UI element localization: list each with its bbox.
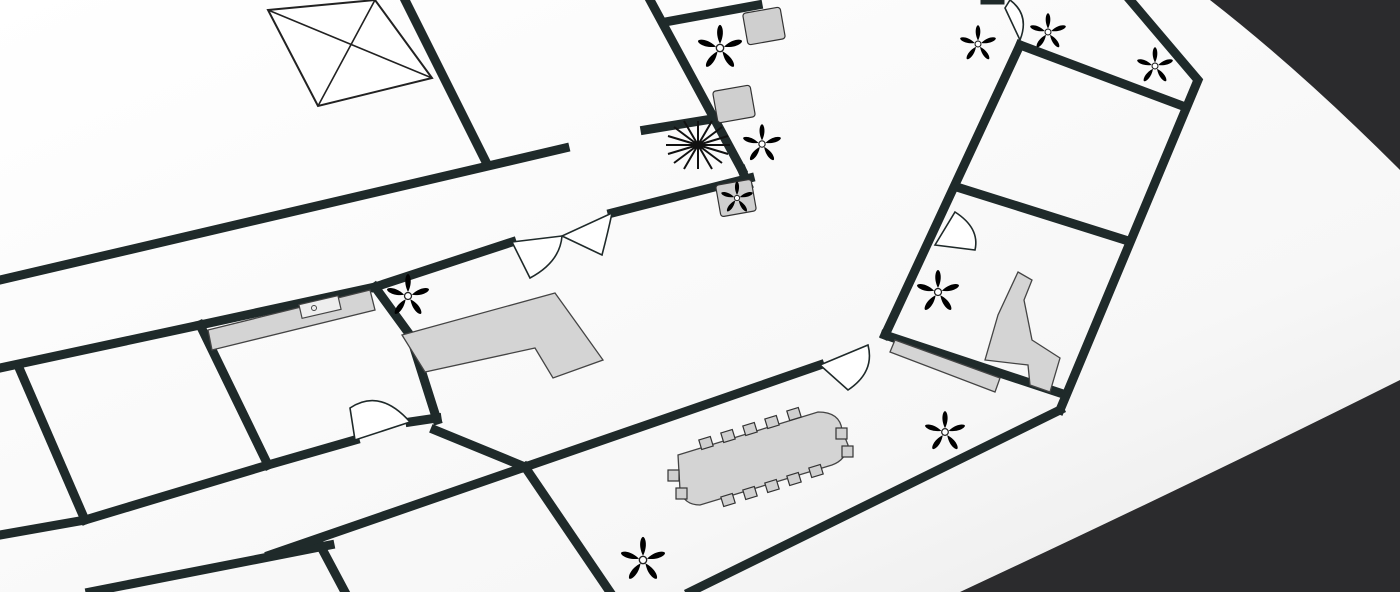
skylight-box [266,0,434,108]
door-top-right [1004,0,1025,43]
door-swing-right [560,211,614,257]
door-lower-right [818,343,871,392]
chair-icon [667,406,854,508]
l-shaped-counter [400,292,605,379]
kitchen-counter [207,289,376,351]
doors [349,0,1025,442]
starburst-icon [666,120,730,170]
door-lower-left [349,399,412,442]
walls [0,0,1204,592]
reception-desk [889,271,1061,393]
door-right-room [933,210,977,251]
conference-table-icon [667,406,854,508]
sink-icon [298,294,342,320]
